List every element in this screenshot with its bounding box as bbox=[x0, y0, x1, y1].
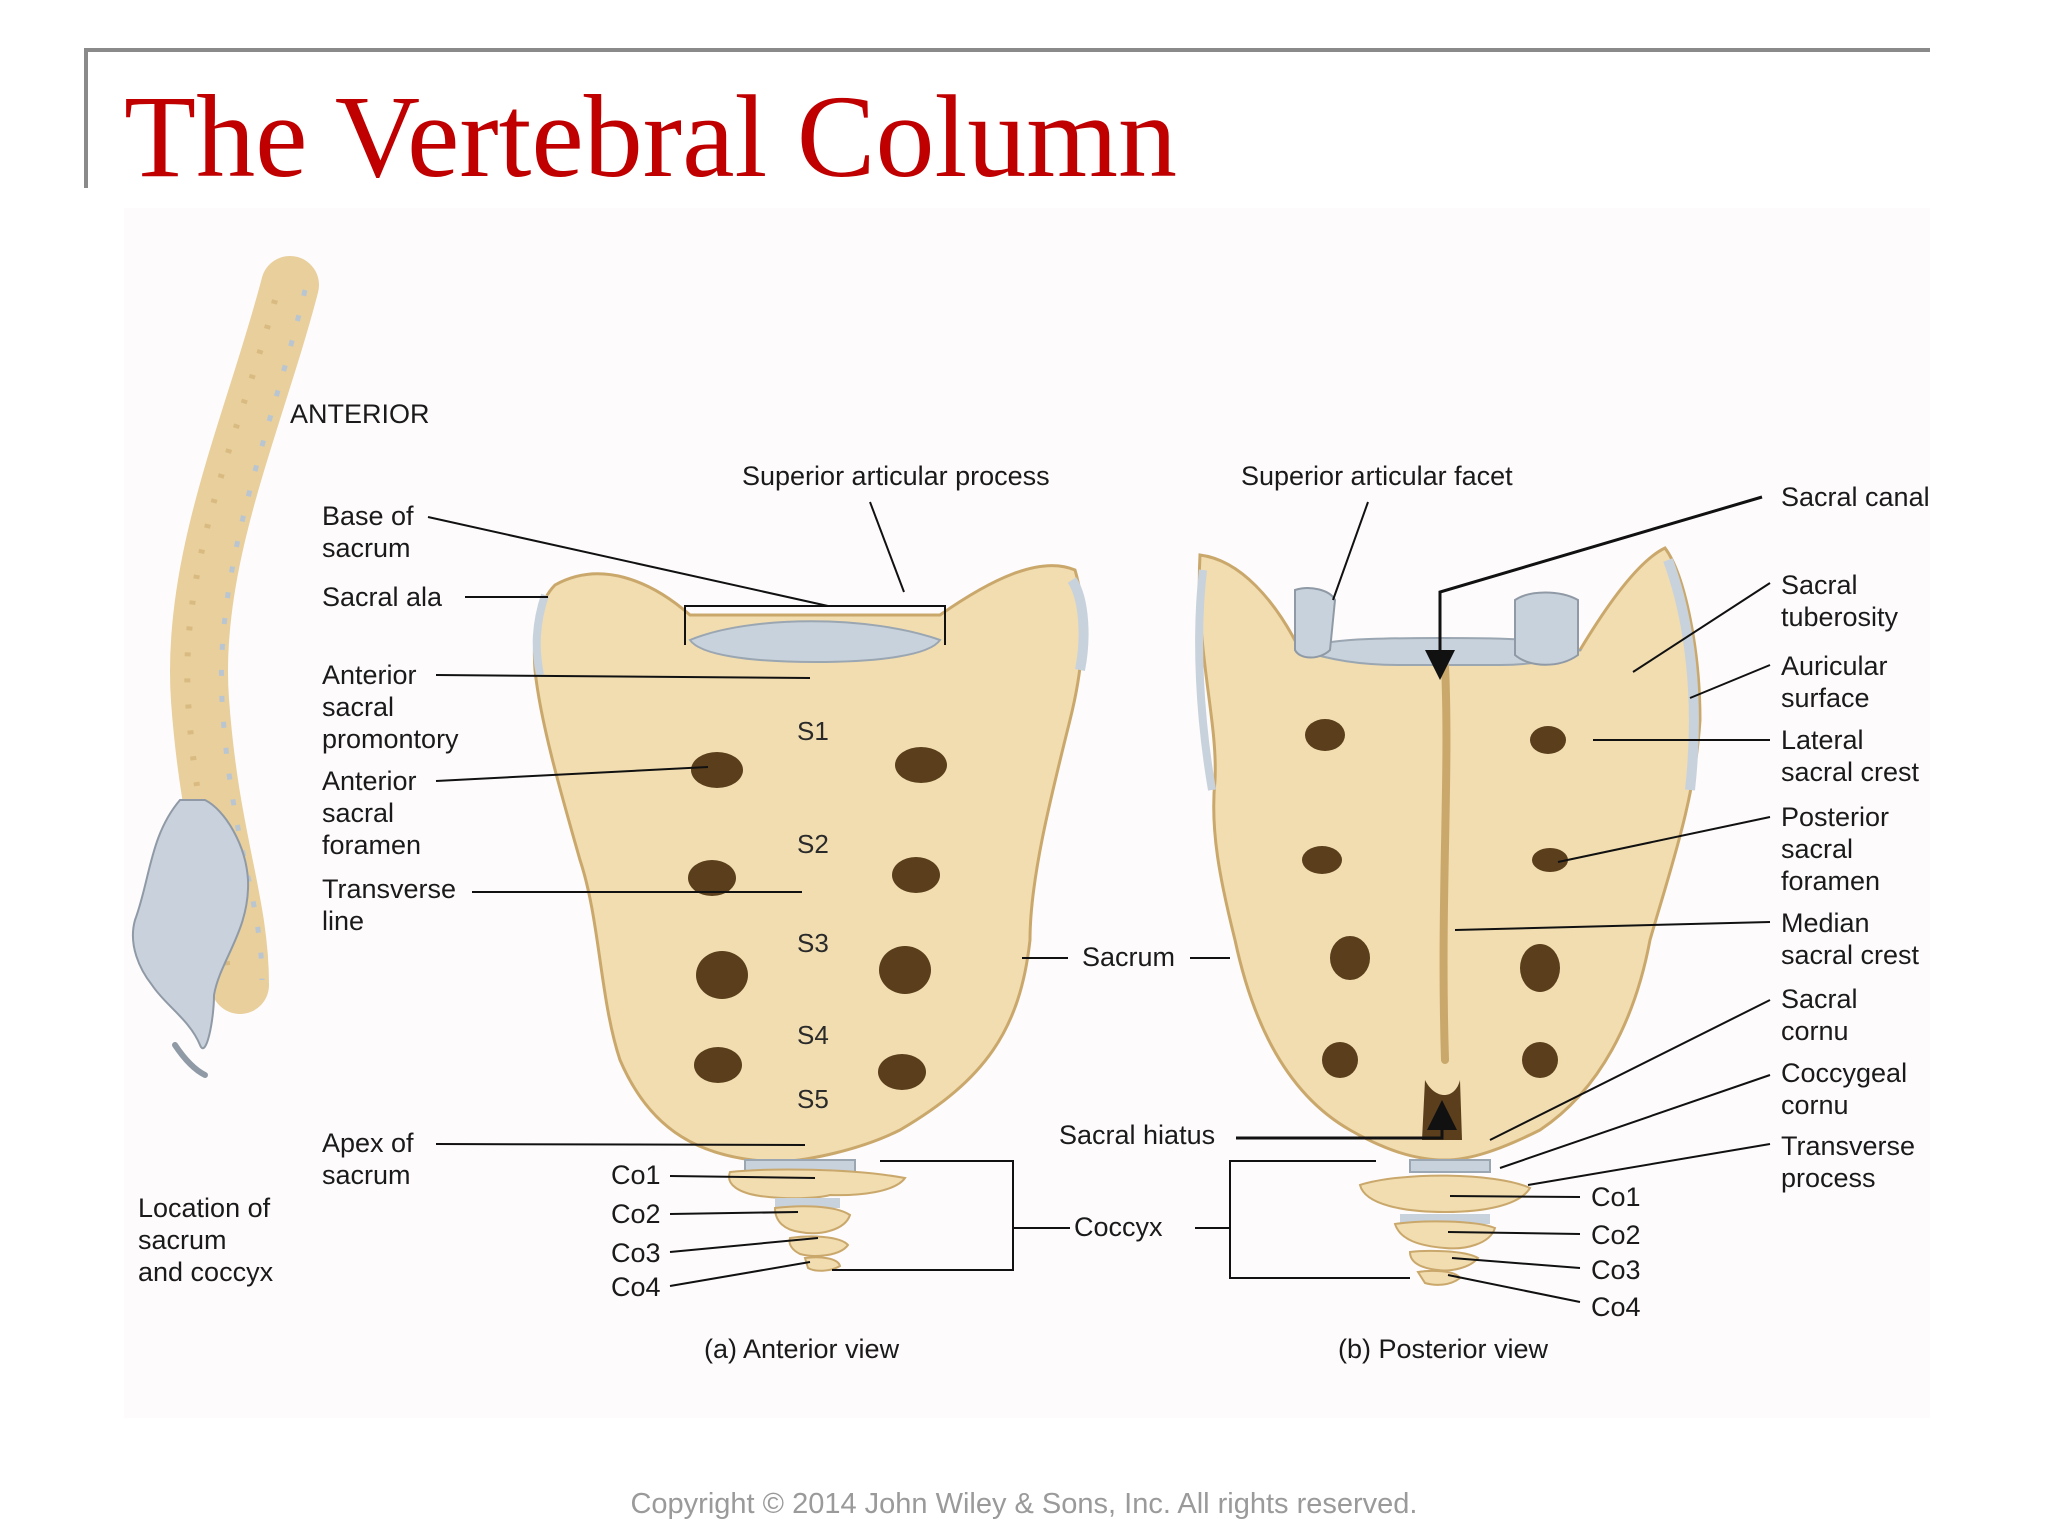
anterior-foramen-4-right bbox=[878, 1054, 926, 1090]
posterior-label-co4: Co4 bbox=[1591, 1292, 1641, 1322]
posterior-co1 bbox=[1358, 1174, 1532, 1214]
anterior-coccyx-labels: Co1 Co2 Co3 Co4 bbox=[611, 1160, 661, 1302]
anterior-co3 bbox=[788, 1235, 850, 1257]
anterior-bracket-superior-articular bbox=[684, 605, 946, 645]
segment-s2: S2 bbox=[797, 829, 829, 859]
posterior-leader-lines bbox=[1332, 501, 1771, 1303]
label-sacral-hiatus: Sacral hiatus bbox=[1059, 1120, 1215, 1150]
anterior-foramen-3-right bbox=[879, 946, 931, 994]
label-posterior-sacral-foramen: Posterior sacral foramen bbox=[1781, 802, 1897, 896]
anterior-co4 bbox=[803, 1256, 842, 1272]
posterior-co2 bbox=[1393, 1220, 1497, 1250]
segment-s5: S5 bbox=[797, 1084, 829, 1114]
label-apex-of-sacrum: Apex of sacrum bbox=[322, 1128, 421, 1190]
anterior-foramen-3-left bbox=[696, 951, 748, 999]
label-anterior-sacral-foramen: Anterior sacral foramen bbox=[322, 766, 424, 860]
slide-frame-top bbox=[84, 48, 1930, 52]
anterior-leader-lines bbox=[427, 501, 905, 1287]
segment-s4: S4 bbox=[797, 1020, 829, 1050]
posterior-foramen-2-right bbox=[1532, 848, 1568, 872]
anterior-label-co1: Co1 bbox=[611, 1160, 661, 1190]
anterior-foramen-1-right bbox=[895, 747, 947, 783]
anterior-co1 bbox=[728, 1168, 907, 1200]
label-median-sacral-crest: Median sacral crest bbox=[1781, 908, 1920, 970]
posterior-foramen-4-right bbox=[1522, 1042, 1558, 1078]
label-superior-articular-facet: Superior articular facet bbox=[1241, 461, 1513, 491]
posterior-foramen-2-left bbox=[1302, 846, 1342, 874]
posterior-foramen-3-left bbox=[1330, 936, 1370, 980]
anterior-s1-body-surface bbox=[688, 620, 942, 664]
posterior-sacrum-body bbox=[1197, 546, 1702, 1162]
label-lateral-sacral-crest: Lateral sacral crest bbox=[1781, 725, 1920, 787]
label-transverse-line: Transverse line bbox=[322, 874, 464, 936]
posterior-sacrum-illustration bbox=[1195, 546, 1702, 1286]
spine-sacrum-highlight bbox=[131, 799, 250, 1049]
spine-caption: Location of sacrum and coccyx bbox=[138, 1193, 278, 1287]
anterior-foramen-1-left bbox=[691, 752, 743, 788]
posterior-foramen-1-left bbox=[1305, 719, 1345, 751]
slide-title: The Vertebral Column bbox=[124, 71, 1178, 202]
anterior-label-co2: Co2 bbox=[611, 1199, 661, 1229]
median-crest-ridge bbox=[1439, 661, 1451, 1064]
superior-articular-facet-right bbox=[1514, 591, 1579, 666]
copyright-notice: Copyright © 2014 John Wiley & Sons, Inc.… bbox=[630, 1488, 1418, 1520]
posterior-coccyx-labels: Co1 Co2 Co3 Co4 bbox=[1591, 1182, 1641, 1322]
anterior-segment-labels: S1 S2 S3 S4 S5 bbox=[797, 716, 829, 1114]
label-superior-articular-process: Superior articular process bbox=[742, 461, 1050, 491]
segment-s3: S3 bbox=[797, 928, 829, 958]
slide-frame-left bbox=[84, 48, 88, 188]
superior-articular-facet-left bbox=[1294, 587, 1337, 659]
anterior-co2 bbox=[773, 1205, 852, 1235]
anterior-foramen-4-left bbox=[694, 1047, 742, 1083]
anterior-label-co4: Co4 bbox=[611, 1272, 661, 1302]
anterior-sacrum-body bbox=[532, 564, 1085, 1164]
posterior-foramen-4-left bbox=[1322, 1042, 1358, 1078]
posterior-foramen-1-right bbox=[1530, 726, 1566, 754]
label-sacral-cornu: Sacral cornu bbox=[1781, 984, 1865, 1046]
label-auricular-surface: Auricular surface bbox=[1781, 651, 1895, 713]
label-coccyx: Coccyx bbox=[1074, 1212, 1163, 1242]
label-anterior-sacral-promontory: Anterior sacral promontory bbox=[322, 660, 459, 754]
anterior-left-labels: Base of sacrum Sacral ala Anterior sacra… bbox=[322, 461, 1050, 1190]
posterior-co3 bbox=[1408, 1249, 1480, 1272]
label-sacral-canal: Sacral canal bbox=[1781, 482, 1930, 512]
anterior-label-co3: Co3 bbox=[611, 1238, 661, 1268]
posterior-arrows bbox=[1236, 495, 1763, 1140]
label-sacral-tuberosity: Sacral tuberosity bbox=[1781, 570, 1899, 632]
posterior-label-co2: Co2 bbox=[1591, 1220, 1641, 1250]
label-base-of-sacrum: Base of sacrum bbox=[322, 501, 421, 563]
anterior-sacrum-illustration bbox=[532, 564, 1089, 1272]
posterior-view-caption: (b) Posterior view bbox=[1338, 1334, 1549, 1364]
anterior-foramen-2-left bbox=[688, 860, 736, 896]
label-transverse-process: Transverse process bbox=[1781, 1131, 1923, 1193]
posterior-right-labels: Superior articular facet Sacral canal Sa… bbox=[1241, 461, 1930, 1193]
vertebral-column-illustration bbox=[131, 256, 319, 1078]
anterior-view-caption: (a) Anterior view bbox=[704, 1334, 900, 1364]
anterior-orientation-label: ANTERIOR bbox=[290, 399, 430, 429]
posterior-foramen-3-right bbox=[1520, 944, 1560, 992]
posterior-label-co3: Co3 bbox=[1591, 1255, 1641, 1285]
segment-s1: S1 bbox=[797, 716, 829, 746]
label-sacral-ala: Sacral ala bbox=[322, 582, 443, 612]
posterior-label-co1: Co1 bbox=[1591, 1182, 1641, 1212]
posterior-co4 bbox=[1416, 1269, 1462, 1286]
label-sacrum: Sacrum bbox=[1082, 942, 1175, 972]
label-coccygeal-cornu: Coccygeal cornu bbox=[1781, 1058, 1915, 1120]
anterior-foramen-2-right bbox=[892, 857, 940, 893]
